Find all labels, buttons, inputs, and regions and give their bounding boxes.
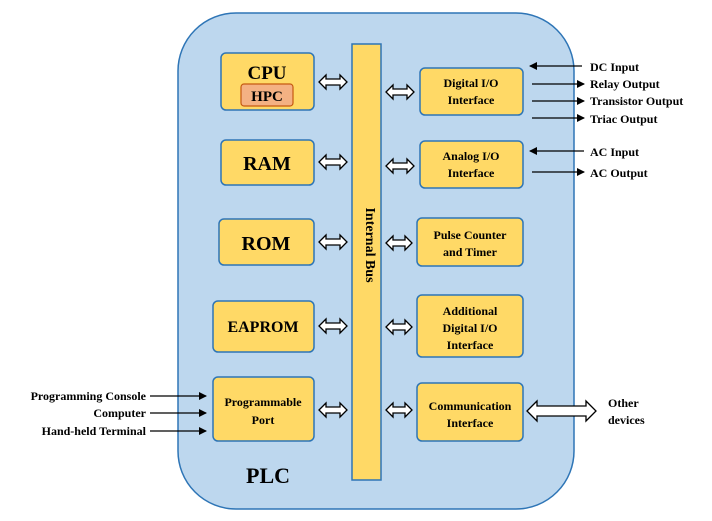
- ram-module: [220, 139, 315, 186]
- plc-label: PLC: [246, 463, 290, 488]
- rom-bus-connector: [318, 233, 348, 251]
- pulse-counter-module: [416, 217, 524, 267]
- eaprom-label: EAPROM: [227, 319, 298, 336]
- pulse-counter-label-line1: Pulse Counter: [434, 228, 508, 242]
- digital-io-label-line2: Interface: [448, 93, 495, 107]
- communication-external-connector: [526, 399, 597, 423]
- programmable-port-label-line2: Port: [252, 413, 275, 427]
- hand-held-terminal-label: Hand-held Terminal: [42, 424, 147, 438]
- analog-io-bus-connector: [385, 157, 415, 175]
- ram-bus-connector: [318, 153, 348, 171]
- computer-label: Computer: [93, 406, 146, 420]
- communication-module: [416, 382, 524, 442]
- cpu-label: CPU: [247, 63, 286, 84]
- ac-output-label: AC Output: [590, 166, 648, 180]
- pulse-counter-label-line2: and Timer: [443, 245, 498, 259]
- digital-io-bus-connector: [385, 83, 415, 101]
- additional-digital-io-label-line1: Additional: [443, 304, 498, 318]
- additional-digital-io-module: [416, 294, 524, 358]
- eaprom-module: [212, 300, 315, 353]
- analog-io-label-line2: Interface: [448, 166, 495, 180]
- eaprom-bus-connector: [318, 317, 348, 335]
- internal-bus-label: Internal Bus: [362, 207, 377, 283]
- digital-io-module: [419, 67, 524, 116]
- rom-module: [218, 218, 315, 266]
- programmable-port-module: [212, 376, 315, 442]
- additional-digital-io-label-line2: Digital I/O: [442, 321, 497, 335]
- communication-label-line1: Communication: [429, 399, 512, 413]
- additional-io-bus-connector: [385, 318, 413, 336]
- ram-label: RAM: [243, 153, 291, 175]
- digital-io-label-line1: Digital I/O: [443, 76, 498, 90]
- internal-bus: [351, 43, 382, 481]
- other-devices-label-line1: Other: [608, 396, 639, 410]
- additional-digital-io-label-line3: Interface: [447, 338, 494, 352]
- programmable-port-label-line1: Programmable: [224, 395, 302, 409]
- other-devices-label-line2: devices: [608, 413, 645, 427]
- ac-input-label: AC Input: [590, 145, 639, 159]
- transistor-output-label: Transistor Output: [590, 94, 683, 108]
- hpc-label: HPC: [251, 89, 283, 105]
- triac-output-label: Triac Output: [590, 112, 657, 126]
- programming-console-label: Programming Console: [31, 389, 147, 403]
- cpu-bus-connector: [318, 73, 348, 91]
- pulse-counter-bus-connector: [385, 234, 413, 252]
- analog-io-module: [419, 140, 524, 189]
- hpc-module: [240, 83, 294, 107]
- rom-label: ROM: [242, 233, 291, 255]
- dc-input-label: DC Input: [590, 60, 639, 74]
- analog-io-label-line1: Analog I/O: [442, 149, 499, 163]
- relay-output-label: Relay Output: [590, 77, 660, 91]
- port-bus-connector: [318, 401, 348, 419]
- communication-label-line2: Interface: [447, 416, 494, 430]
- communication-bus-connector: [385, 401, 413, 419]
